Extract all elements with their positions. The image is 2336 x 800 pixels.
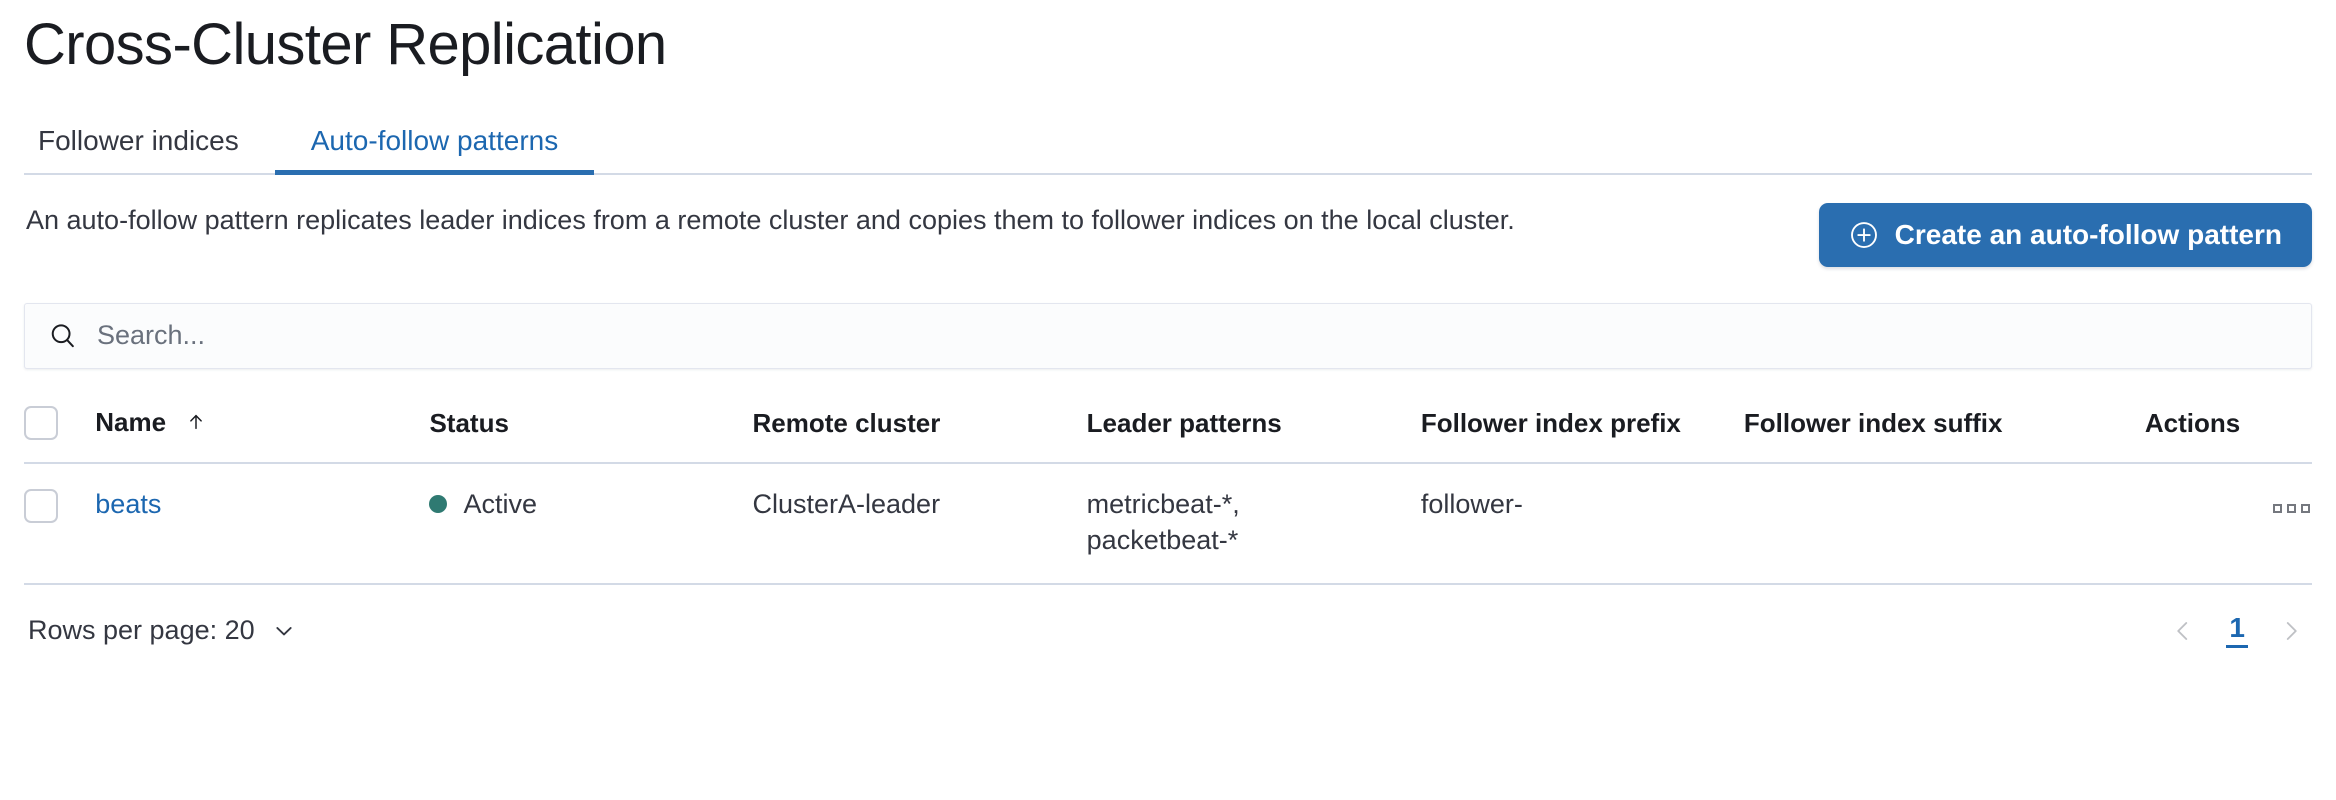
- status-label: Active: [463, 488, 537, 519]
- row-checkbox[interactable]: [24, 488, 58, 523]
- table-footer: Rows per page: 20 1: [24, 612, 2312, 649]
- tab-bar: Follower indices Auto-follow patterns: [24, 113, 2312, 175]
- select-all-checkbox[interactable]: [24, 405, 58, 440]
- column-header-status[interactable]: Status: [429, 394, 753, 464]
- column-header-remote-cluster[interactable]: Remote cluster: [752, 394, 1087, 464]
- pattern-name-link[interactable]: beats: [95, 488, 162, 519]
- arrow-up-icon: [185, 409, 207, 440]
- chevron-left-icon[interactable]: [2166, 614, 2200, 648]
- intro-row: An auto-follow pattern replicates leader…: [24, 201, 2312, 267]
- column-header-name[interactable]: Name: [95, 394, 430, 464]
- search-input[interactable]: [97, 303, 2289, 368]
- column-header-follower-index-prefix[interactable]: Follower index prefix: [1420, 394, 1744, 464]
- rows-per-page-label: Rows per page: 20: [28, 615, 255, 646]
- create-button-label: Create an auto-follow pattern: [1894, 218, 2282, 250]
- search-bar[interactable]: [24, 302, 2312, 369]
- column-header-follower-index-suffix[interactable]: Follower index suffix: [1743, 394, 2145, 464]
- table-header-row: Name Status Remote cluster Leader patter…: [24, 394, 2312, 464]
- pagination-page-1[interactable]: 1: [2226, 612, 2248, 649]
- row-actions-cell: [2144, 462, 2312, 585]
- auto-follow-patterns-table: Name Status Remote cluster Leader patter…: [24, 394, 2312, 585]
- chevron-down-icon: [271, 618, 297, 644]
- chevron-right-icon[interactable]: [2274, 614, 2308, 648]
- column-header-leader-patterns[interactable]: Leader patterns: [1086, 394, 1421, 464]
- row-status-cell: Active: [429, 462, 753, 585]
- row-remote-cluster-cell: ClusterA-leader: [752, 462, 1087, 585]
- row-follower-index-prefix-cell: follower-: [1420, 462, 1744, 585]
- rows-per-page-select[interactable]: Rows per page: 20: [28, 615, 297, 646]
- row-follower-index-suffix-cell: [1743, 462, 2145, 585]
- page-description: An auto-follow pattern replicates leader…: [26, 204, 1515, 235]
- kebab-menu-icon[interactable]: [2271, 498, 2312, 519]
- create-auto-follow-pattern-button[interactable]: Create an auto-follow pattern: [1818, 202, 2312, 267]
- plus-in-circle-icon: [1849, 220, 1879, 250]
- row-name-cell: beats: [95, 462, 430, 585]
- tab-follower-indices[interactable]: Follower indices: [38, 124, 239, 156]
- table-row: beats Active ClusterA-leader metricbeat-…: [24, 462, 2312, 585]
- column-header-actions: Actions: [2144, 394, 2312, 464]
- page-title: Cross-Cluster Replication: [24, 12, 667, 77]
- row-select-cell: [24, 462, 96, 585]
- row-leader-patterns-cell: metricbeat-*, packetbeat-*: [1086, 462, 1421, 585]
- tab-auto-follow-patterns[interactable]: Auto-follow patterns: [274, 126, 595, 175]
- search-icon: [47, 320, 79, 352]
- pagination: 1: [2166, 612, 2308, 649]
- status-dot-icon: [429, 495, 448, 514]
- column-header-name-label: Name: [95, 406, 167, 437]
- leader-patterns-value: metricbeat-*, packetbeat-*: [1086, 488, 1240, 556]
- select-all-header: [24, 394, 96, 464]
